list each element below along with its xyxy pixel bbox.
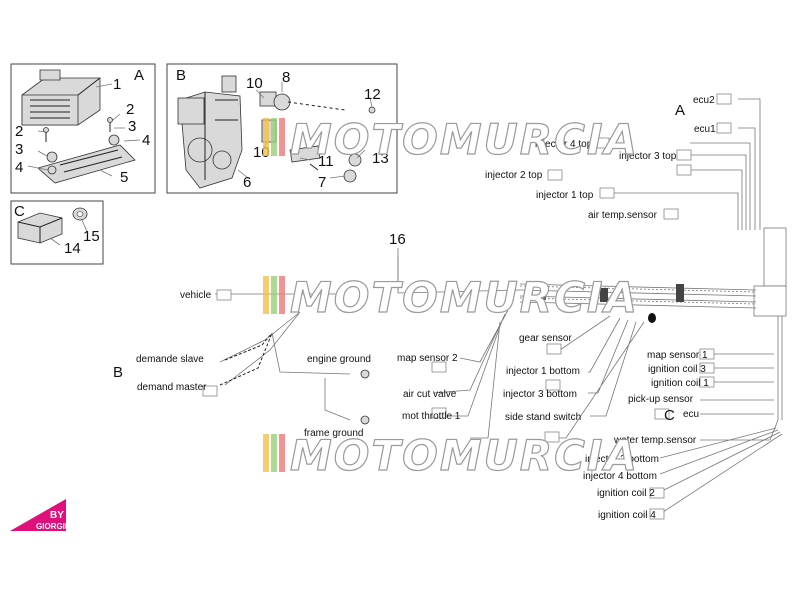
- part-number-10: 10: [246, 75, 263, 92]
- label-pick-up-sensor: pick-up sensor: [628, 394, 694, 405]
- part-number-8: 8: [282, 69, 290, 86]
- inset-panel-a: A 1 2 3 4 5 2 3 4: [10, 63, 156, 194]
- label-map-sensor-2: map sensor 2: [397, 353, 458, 364]
- label-water-temp-sensor: water temp.sensor: [613, 435, 697, 446]
- brand-logo-bottom-text: GIORGIE: [36, 522, 71, 531]
- label-ecu: ecu: [683, 409, 699, 420]
- watermark-text-1: MOTOMURCIA: [290, 115, 639, 164]
- part-number-2b: 2: [126, 101, 134, 118]
- part-number-7: 7: [318, 174, 326, 191]
- watermark-3: MOTOMURCIA: [263, 430, 639, 481]
- part-number-13: 13: [372, 150, 389, 167]
- tps-sensor-drawing: [259, 91, 376, 183]
- label-ecu2: ecu2: [693, 95, 715, 106]
- grommet-drawing: [72, 207, 88, 221]
- label-air-cut-valve: air cut valve: [403, 389, 457, 400]
- relay-drawing: [17, 212, 63, 244]
- part-number-4: 4: [15, 159, 23, 176]
- part-number-3: 3: [15, 141, 23, 158]
- group-letter-c-inset: C: [14, 203, 25, 220]
- main-wiring-harness: [215, 98, 787, 515]
- part-number-1: 1: [113, 76, 121, 93]
- group-letter-c: C: [664, 407, 675, 424]
- label-injector-4-top: injector 4 top: [535, 139, 593, 150]
- label-injector-3-top: injector 3 top: [619, 151, 677, 162]
- label-injector-4-bottom: injector 4 bottom: [583, 471, 657, 482]
- label-vehicle: vehicle: [180, 290, 212, 301]
- watermark-text-3: MOTOMURCIA: [290, 431, 639, 480]
- label-mot-throttle-1: mot throttle 1: [402, 411, 461, 422]
- watermark-text-2: MOTOMURCIA: [290, 273, 639, 322]
- part-number-2: 2: [15, 123, 23, 140]
- part-number-14: 14: [64, 240, 81, 257]
- label-demand-master: demand master: [137, 382, 207, 393]
- wire-labels: ecu2 ecu1 injector 4 top injector 3 top …: [136, 95, 716, 521]
- label-map-sensor-1: map sensor 1: [647, 350, 708, 361]
- label-ignition-coil-4: ignition coil 4: [598, 510, 656, 521]
- group-letter-a-inset: A: [134, 67, 144, 84]
- screws-drawing: [43, 117, 113, 142]
- throttle-body-drawing: [177, 75, 243, 189]
- label-gear-sensor: gear sensor: [519, 333, 572, 344]
- label-injector-1-top: injector 1 top: [536, 190, 594, 201]
- label-ecu1: ecu1: [694, 124, 716, 135]
- watermark-2: MOTOMURCIA: [263, 272, 639, 323]
- part-number-6: 6: [243, 174, 251, 191]
- part-number-12: 12: [364, 86, 381, 103]
- brand-logo: BY GIORGIE: [10, 499, 71, 531]
- label-injector-1-bottom: injector 1 bottom: [506, 366, 580, 377]
- label-air-temp-sensor: air temp.sensor: [588, 210, 658, 221]
- label-injector-2-bottom: injector 2 bottom: [585, 454, 659, 465]
- label-ignition-coil-1: ignition coil 1: [651, 378, 709, 389]
- watermark-1: MOTOMURCIA: [263, 114, 639, 165]
- ecu-unit-drawing: [21, 69, 101, 126]
- part-number-11: 11: [318, 153, 334, 170]
- part-number-3b: 3: [128, 118, 136, 135]
- part-number-15: 15: [83, 228, 100, 245]
- group-letter-a: A: [675, 102, 685, 119]
- label-ignition-coil-3: ignition coil 3: [648, 364, 706, 375]
- label-engine-ground: engine ground: [307, 354, 371, 365]
- group-letter-b-inset: B: [176, 67, 186, 84]
- label-injector-2-top: injector 2 top: [485, 170, 543, 181]
- label-frame-ground: frame ground: [304, 428, 363, 439]
- label-injector-3-bottom: injector 3 bottom: [503, 389, 577, 400]
- ecu-bracket-drawing: [37, 134, 136, 184]
- label-ignition-coil-2: ignition coil 2: [597, 488, 655, 499]
- inset-panel-c: C 14 15: [10, 200, 104, 265]
- connector-boxes: [202, 93, 732, 520]
- part-number-16: 16: [389, 231, 406, 248]
- brand-logo-top-text: BY: [50, 510, 64, 521]
- part-number-5: 5: [120, 169, 128, 186]
- group-letter-b: B: [113, 364, 123, 381]
- label-side-stand-switch: side stand switch: [505, 412, 581, 423]
- label-demande-slave: demande slave: [136, 354, 204, 365]
- part-number-4b: 4: [142, 132, 150, 149]
